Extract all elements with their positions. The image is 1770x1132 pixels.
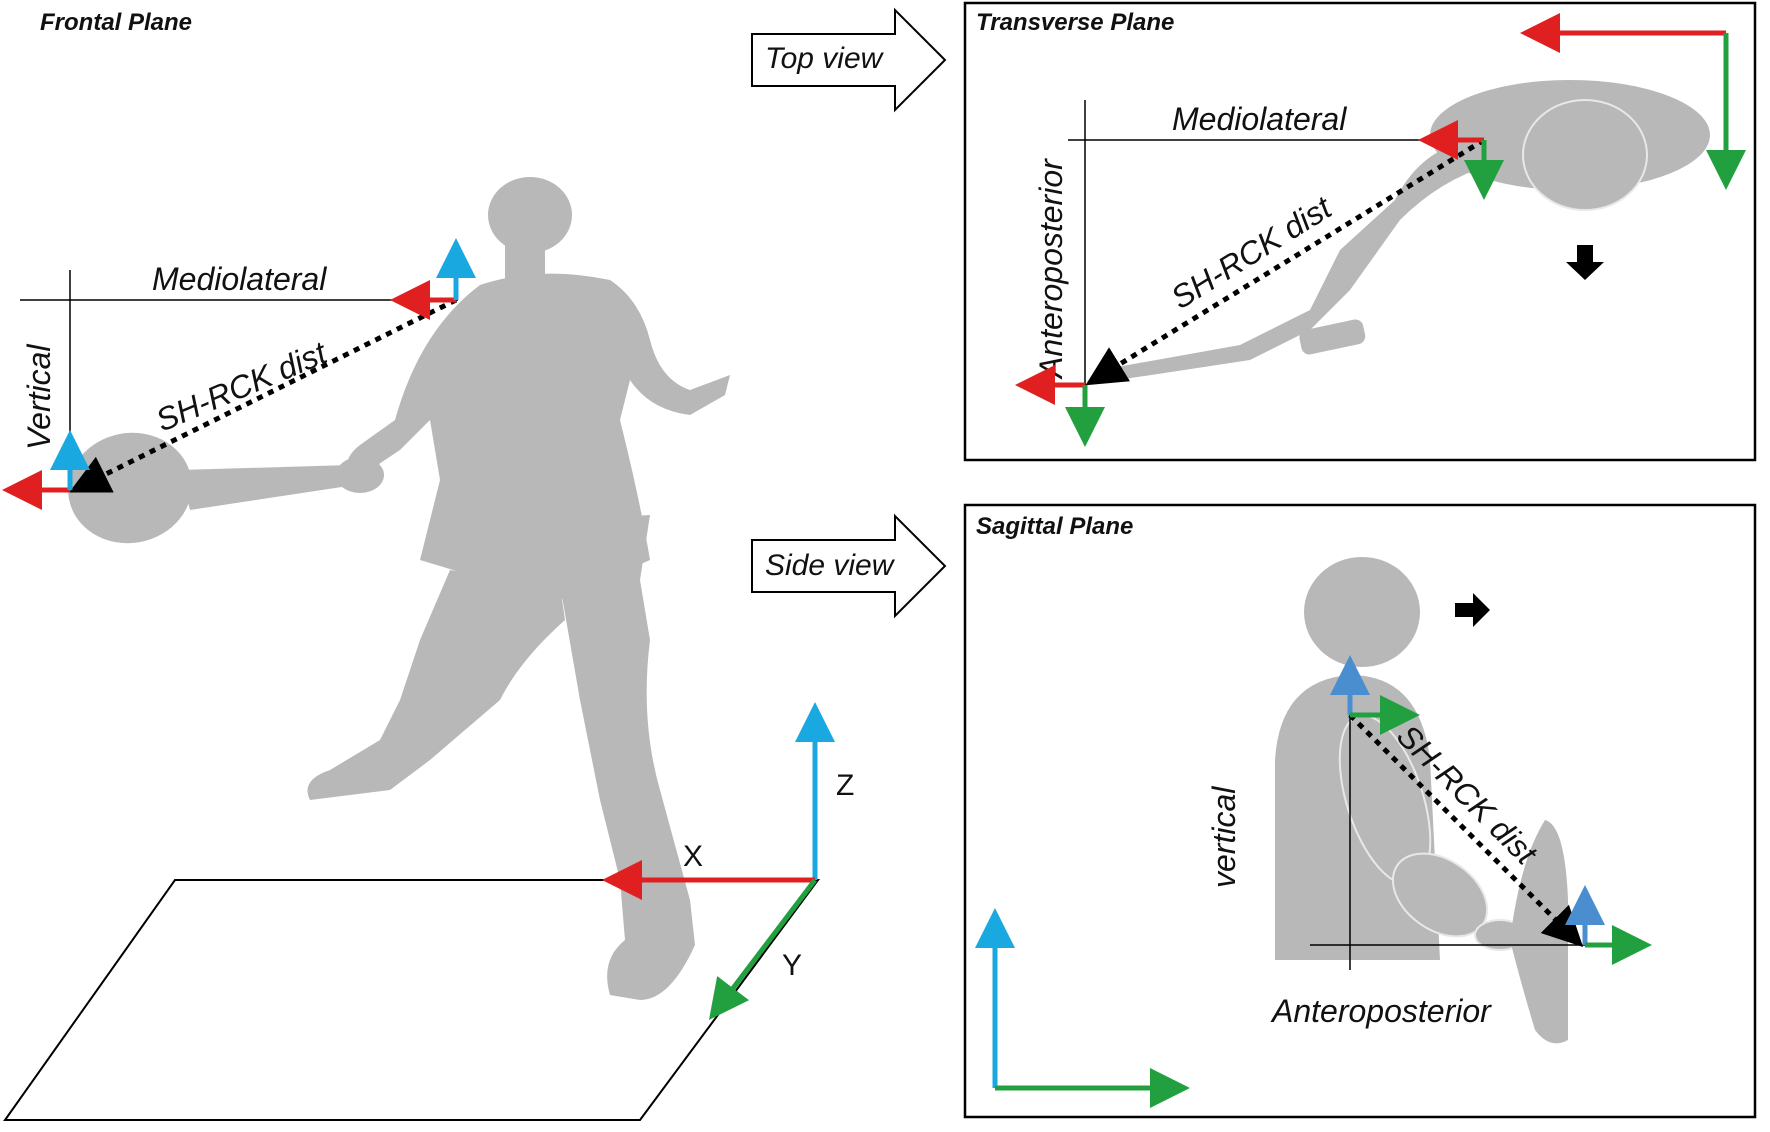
sagittal-movement-arrow-icon bbox=[1455, 593, 1490, 627]
frontal-vertical-label: Vertical bbox=[21, 344, 57, 450]
frontal-panel: Frontal Plane Mediolateral Vertical SH-R… bbox=[2, 9, 854, 1121]
global-x-label: X bbox=[683, 840, 703, 873]
frontal-distance-label: SH-RCK dist bbox=[151, 334, 333, 438]
racket bbox=[68, 432, 384, 544]
frontal-distance-arrow bbox=[69, 297, 458, 493]
global-y-label: Y bbox=[782, 949, 802, 982]
transverse-anteroposterior-label: Anteroposterior bbox=[1033, 158, 1069, 380]
global-y-axis bbox=[708, 878, 817, 1020]
global-z-label: Z bbox=[836, 769, 854, 802]
global-axes: Z X Y bbox=[602, 702, 854, 1020]
transverse-mediolateral-label: Mediolateral bbox=[1172, 101, 1347, 137]
top-view-arrow: Top view bbox=[751, 7, 947, 113]
transverse-distance-arrow bbox=[1085, 137, 1486, 386]
side-view-arrow: Side view bbox=[751, 513, 947, 619]
sagittal-panel: Sagittal Plane vertical Anteroposterior … bbox=[963, 503, 1757, 1119]
side-view-label: Side view bbox=[765, 549, 896, 582]
sagittal-body bbox=[1275, 557, 1568, 1044]
transverse-head bbox=[1522, 99, 1648, 211]
frontal-title: Frontal Plane bbox=[40, 9, 192, 36]
sagittal-vertical-label: vertical bbox=[1206, 786, 1242, 888]
sagittal-distance-arrow bbox=[1348, 713, 1584, 948]
court-floor bbox=[3, 879, 820, 1121]
transverse-panel: Transverse Plane Mediolateral Anteropost… bbox=[963, 1, 1757, 462]
frontal-mediolateral-label: Mediolateral bbox=[152, 261, 327, 297]
sagittal-title: Sagittal Plane bbox=[976, 513, 1133, 540]
top-view-label: Top view bbox=[765, 42, 885, 75]
transverse-title: Transverse Plane bbox=[976, 9, 1174, 36]
transverse-movement-arrow-icon bbox=[1566, 245, 1604, 280]
sagittal-anteroposterior-label: Anteroposterior bbox=[1270, 993, 1492, 1029]
player-silhouette bbox=[307, 177, 730, 1000]
